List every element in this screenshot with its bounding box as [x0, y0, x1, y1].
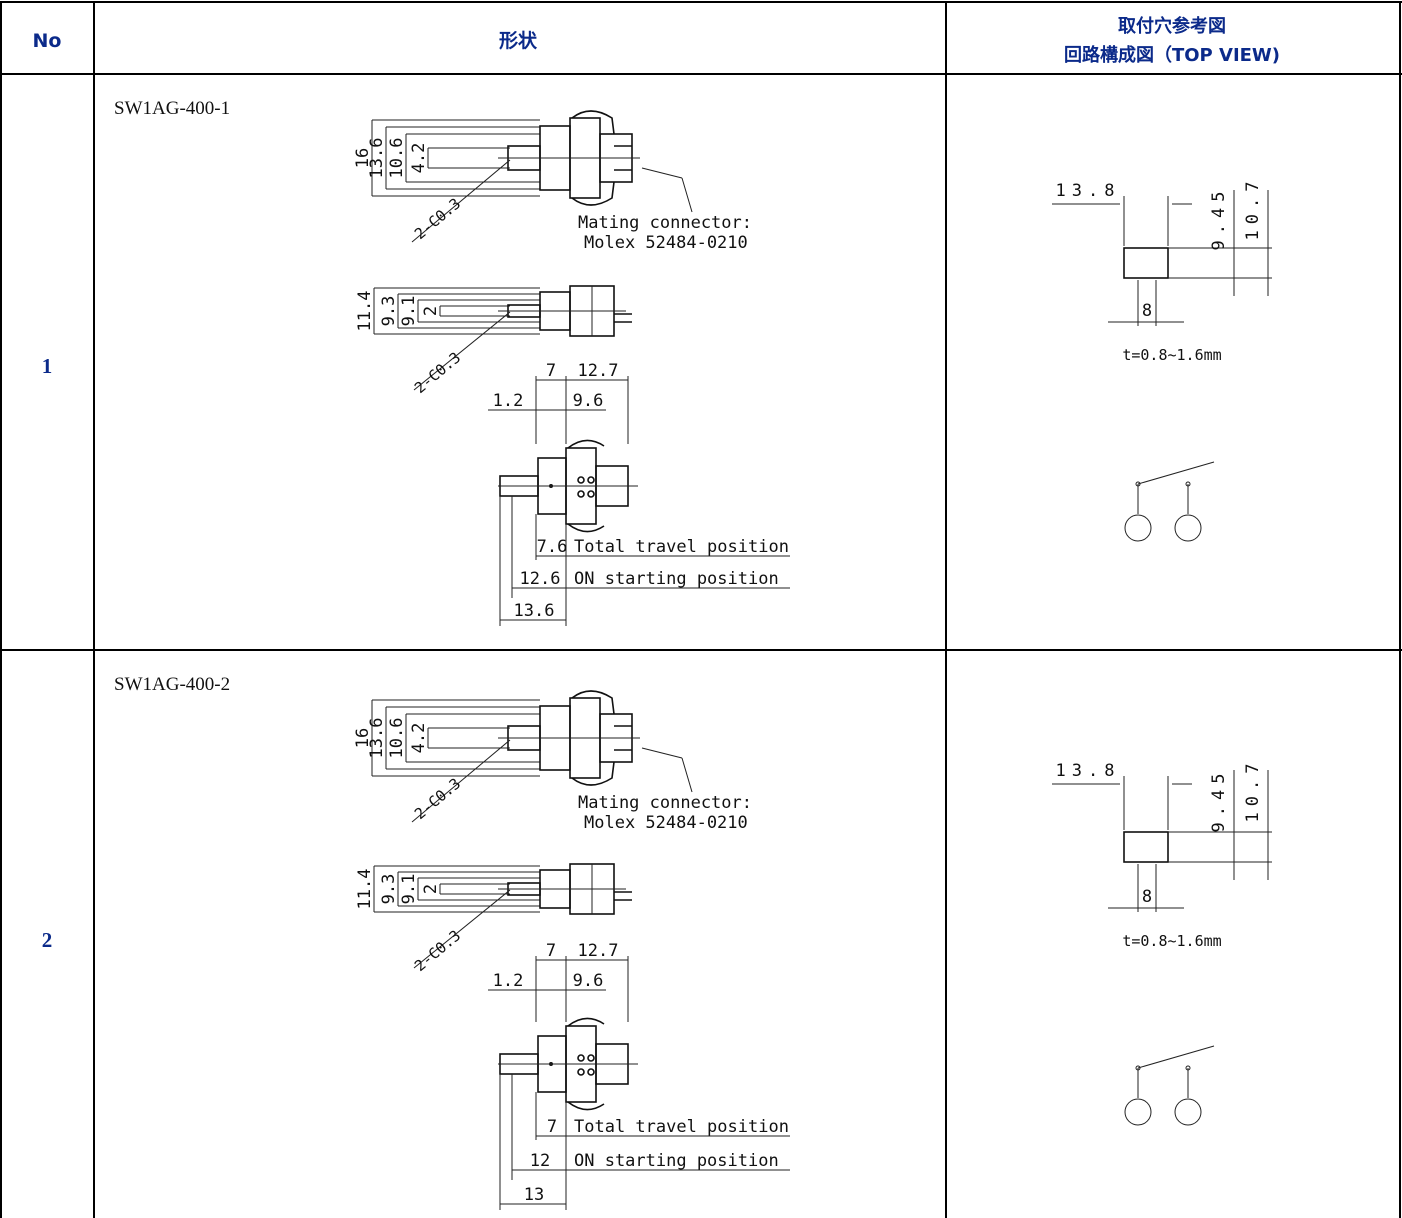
note-mating-connector: Mating connector: [578, 213, 752, 233]
circuit-diagram [1124, 461, 1215, 542]
dim-label: 13.6 [514, 601, 555, 621]
dim-label: 2-C0.3 [411, 194, 464, 243]
dim-label: 7 [546, 361, 556, 381]
mounting-hole-drawing [1052, 770, 1272, 912]
top-view-drawing [488, 376, 790, 626]
dim-label: 4.2 [409, 143, 429, 174]
dim-label: 10.7 [1243, 176, 1263, 241]
dim-label: 12 [530, 1151, 550, 1171]
dim-label: 9.45 [1209, 186, 1229, 251]
note-thickness: t=0.8~1.6mm [1122, 932, 1221, 950]
side-view-drawing [373, 285, 632, 391]
dim-label: 12.7 [578, 361, 619, 381]
dim-label: 16 [353, 728, 373, 748]
dim-label: 16 [353, 148, 373, 168]
dim-label: 1.2 [493, 391, 524, 411]
dim-label: 9.1 [399, 874, 419, 905]
dim-label: 9.3 [379, 296, 399, 327]
note-on-starting: ON starting position [574, 569, 779, 589]
dim-label: 4.2 [409, 723, 429, 754]
note-total-travel: Total travel position [574, 537, 789, 557]
dim-label: 2-C0.3 [411, 774, 464, 823]
dim-label: 9.1 [399, 296, 419, 327]
dim-label: 9.3 [379, 874, 399, 905]
dim-label: 9.45 [1209, 768, 1229, 833]
model-name: SW1AG-400-1 [114, 98, 230, 119]
table-row: 2 SW1AG-400-2 [42, 674, 1272, 1210]
dim-label: 7 [547, 1117, 557, 1137]
dim-label: 2-C0.3 [411, 348, 464, 397]
dim-label: 13.8 [1056, 761, 1121, 781]
dim-label: 8 [1142, 301, 1152, 321]
front-view-drawing [371, 690, 693, 823]
side-view-drawing [373, 863, 632, 969]
note-mating-part: Molex 52484-0210 [584, 813, 748, 833]
dim-label: 1.2 [493, 971, 524, 991]
dim-label: 13.6 [367, 138, 387, 179]
row-number: 2 [42, 928, 53, 952]
dim-label: 9.6 [573, 971, 604, 991]
note-on-starting: ON starting position [574, 1151, 779, 1171]
dim-label: 7 [546, 941, 556, 961]
dim-label: 2 [421, 884, 441, 894]
header-mount-hole: 取付穴参考図 [1118, 15, 1226, 37]
table-row: 1 SW1AG-400-1 [42, 98, 1272, 626]
mounting-hole-drawing [1052, 190, 1272, 326]
note-mating-part: Molex 52484-0210 [584, 233, 748, 253]
row-number: 1 [42, 354, 53, 378]
note-total-travel: Total travel position [574, 1117, 789, 1137]
dim-label: 12.6 [520, 569, 561, 589]
dim-label: 12.7 [578, 941, 619, 961]
circuit-diagram [1124, 1045, 1215, 1126]
dim-label: 2-C0.3 [411, 926, 464, 975]
header-no: No [33, 30, 62, 52]
dim-label: 11.4 [355, 869, 375, 910]
header-circuit: 回路構成図（TOP VIEW) [1064, 44, 1280, 66]
dim-label: 9.6 [573, 391, 604, 411]
dim-label: 13.6 [367, 718, 387, 759]
dim-label: 13.8 [1056, 181, 1121, 201]
dim-label: 10.7 [1243, 758, 1263, 823]
dim-label: 8 [1142, 887, 1152, 907]
dim-label: 13 [524, 1185, 544, 1205]
model-name: SW1AG-400-2 [114, 674, 230, 695]
note-thickness: t=0.8~1.6mm [1122, 346, 1221, 364]
front-view-drawing [371, 110, 693, 243]
header-shape: 形状 [499, 29, 538, 52]
dim-label: 10.6 [387, 138, 407, 179]
dim-label: 11.4 [355, 291, 375, 332]
dim-label: 10.6 [387, 718, 407, 759]
dim-label: 7.6 [537, 537, 568, 557]
top-view-drawing [488, 956, 790, 1210]
note-mating-connector: Mating connector: [578, 793, 752, 813]
dim-label: 2 [421, 306, 441, 316]
